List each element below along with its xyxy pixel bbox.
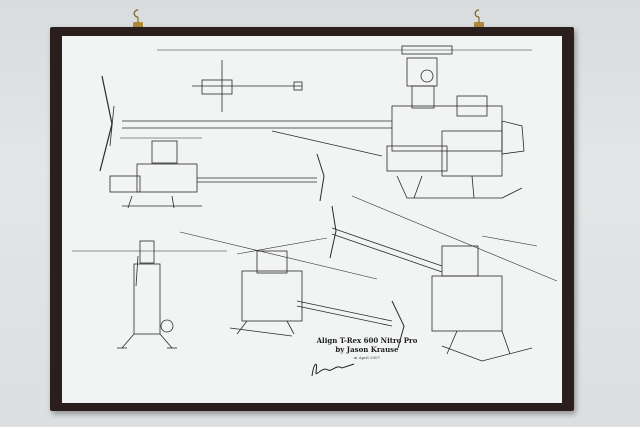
poster-caption: Align T-Rex 600 Nitro Pro by Jason Kraus… [282, 336, 452, 361]
poster-title: Align T-Rex 600 Nitro Pro [316, 336, 418, 345]
top-view-small-drawing [192, 60, 303, 112]
front-view-drawing [72, 240, 227, 349]
perspective-view-center-drawing [179, 231, 405, 349]
perspective-view-right-drawing [329, 195, 558, 362]
poster-author: by Jason Krause [335, 345, 399, 354]
poster-date: xi April 2007 [353, 355, 381, 360]
picture-hook-right-icon [474, 9, 484, 28]
side-view-large-drawing [99, 45, 532, 199]
side-view-medium-drawing [109, 137, 325, 209]
blueprint-poster: Align T-Rex 600 Nitro Pro by Jason Kraus… [62, 36, 562, 403]
picture-hook-left-icon [133, 9, 143, 28]
handwritten-signature [311, 363, 355, 377]
helicopter-line-drawings [72, 45, 558, 362]
